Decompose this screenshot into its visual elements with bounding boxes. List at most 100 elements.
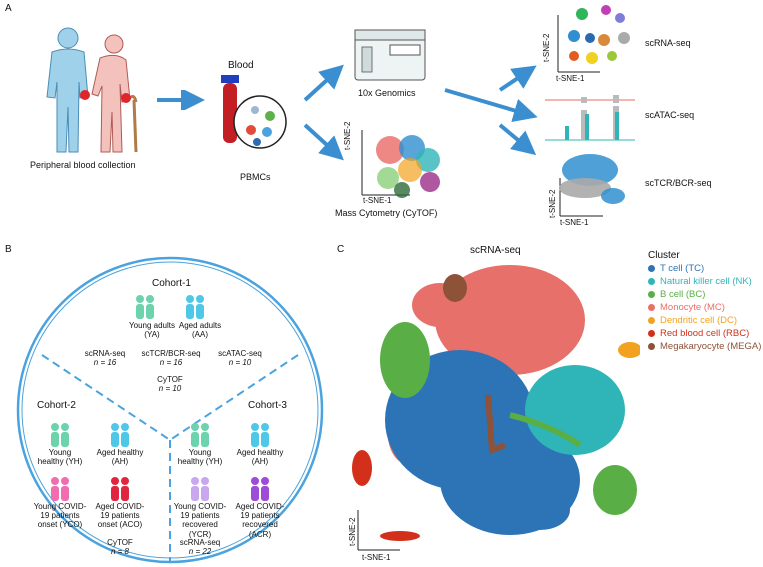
tsne-axis-y: t-SNE-2 (348, 517, 357, 546)
cohort2-title: Cohort-2 (37, 400, 76, 411)
panel-a-letter: A (5, 3, 12, 14)
cluster-dc (618, 342, 640, 358)
scatac-label: scATAC-seq (645, 110, 695, 120)
sctcr-mini-axis-x: t-SNE-1 (560, 218, 589, 227)
person-icon-yh-2 (51, 423, 69, 447)
legend-dot (648, 265, 655, 272)
scrna-mini-axis-y: t-SNE-2 (542, 33, 551, 62)
cluster-mega (443, 274, 467, 302)
legend-dot (648, 330, 655, 337)
legend-item-dc: Dendritic cell (DC) (648, 314, 763, 327)
tube-cap (221, 75, 239, 83)
pbmc-circle (233, 95, 287, 149)
cohort2-group-ah: Aged healthy (AH) (96, 448, 144, 467)
scrna-mini-plot (557, 5, 630, 73)
blood-draw-mark-aged (121, 93, 131, 103)
assay-name: CyTOF (157, 375, 183, 384)
assay-name: scATAC-seq (218, 349, 262, 358)
legend-dot (648, 291, 655, 298)
assay-name: scRNA-seq (179, 538, 221, 547)
cluster-legend: Cluster T cell (TC) Natural killer cell … (648, 250, 763, 353)
arrows-split (303, 64, 344, 161)
pbmcs-label: PBMCs (240, 172, 271, 182)
legend-label: Dendritic cell (DC) (660, 315, 738, 326)
assay-name: CyTOF (107, 538, 133, 547)
legend-label: Megakaryocyte (MEGA) (660, 341, 762, 352)
cohort2-group-yh: Young healthy (YH) (37, 448, 83, 467)
legend-item-tc: T cell (TC) (648, 262, 763, 275)
legend-label: T cell (TC) (660, 263, 705, 274)
legend-label: Natural killer cell (NK) (660, 276, 752, 287)
assay-n: n = 10 (158, 384, 182, 394)
cohort-circle (16, 256, 324, 564)
collection-label: Peripheral blood collection (30, 160, 136, 170)
person-icon-aco (111, 477, 129, 501)
person-icon-ah-2 (111, 423, 129, 447)
assay-n: n = 16 (159, 358, 183, 368)
legend-dot (648, 317, 655, 324)
genomics-instrument-icon (354, 29, 426, 81)
blood-draw-mark-young (80, 90, 90, 100)
sctcr-mini-axis-y: t-SNE-2 (548, 189, 557, 218)
blood-tube-illustration (221, 75, 287, 149)
person-icon-ya (136, 295, 154, 319)
cluster-mc (435, 265, 585, 375)
legend-item-rbc: Red blood cell (RBC) (648, 327, 763, 340)
people-illustration (46, 27, 138, 153)
legend-dot (648, 278, 655, 285)
assay-n: n = 22 (188, 547, 212, 557)
cohort2-group-yco: Young COVID-19 patients onset (YCO) (33, 502, 87, 530)
legend-label: B cell (BC) (660, 289, 706, 300)
person-icon-acr (251, 477, 269, 501)
cluster-rbc (352, 450, 372, 486)
cytof-label: Mass Cytometry (CyTOF) (335, 208, 438, 218)
cohort3-group-yh: Young healthy (YH) (177, 448, 223, 467)
cohort1-group-ya: Young adults (YA) (129, 321, 175, 340)
genomics-label: 10x Genomics (358, 88, 416, 98)
legend-dot (648, 304, 655, 311)
cohort3-group-acr: Aged COVID-19 patients recovered (ACR) (235, 502, 285, 539)
assay-n: n = 16 (93, 358, 117, 368)
scrna-tsne-plot (352, 265, 640, 551)
legend-label: Monocyte (MC) (660, 302, 725, 313)
blood-label: Blood (228, 60, 254, 71)
legend-item-nk: Natural killer cell (NK) (648, 275, 763, 288)
person-icon-aa (186, 295, 204, 319)
legend-item-mega: Megakaryocyte (MEGA) (648, 340, 763, 353)
tsne-axis-x: t-SNE-1 (362, 553, 391, 562)
panel-c-letter: C (337, 244, 345, 255)
cohort1-group-aa: Aged adults (AA) (178, 321, 222, 340)
legend-title: Cluster (648, 250, 680, 261)
legend-dot (648, 343, 655, 350)
arrow-to-blood (157, 90, 205, 110)
cohort3-group-ycr: Young COVID-19 patients recovered (YCR) (173, 502, 227, 539)
scatac-mini-plot (545, 95, 635, 141)
arrows-assays (444, 65, 538, 156)
cohort3-title: Cohort-3 (248, 400, 287, 411)
blood-tube (223, 83, 237, 143)
legend-item-mc: Monocyte (MC) (648, 301, 763, 314)
assay-name: scRNA-seq (84, 349, 126, 358)
person-icon-ycr (191, 477, 209, 501)
legend-item-bc: B cell (BC) (648, 288, 763, 301)
cytof-axis-x: t-SNE-1 (363, 196, 392, 205)
aged-person-icon (91, 34, 138, 153)
assay-n: n = 10 (228, 358, 252, 368)
assay-n: n = 8 (110, 547, 129, 557)
panel-b-letter: B (5, 244, 12, 255)
cohort1-title: Cohort-1 (152, 278, 191, 289)
sctcr-mini-plot (559, 154, 625, 217)
person-icon-ah-3 (251, 423, 269, 447)
assay-name: scTCR/BCR-seq (141, 349, 201, 358)
sctcr-label: scTCR/BCR-seq (645, 178, 712, 188)
legend-label: Red blood cell (RBC) (660, 328, 750, 339)
scrna-label: scRNA-seq (645, 38, 691, 48)
panel-c-title: scRNA-seq (470, 245, 521, 256)
cohort2-group-aco: Aged COVID-19 patients onset (ACO) (95, 502, 145, 530)
